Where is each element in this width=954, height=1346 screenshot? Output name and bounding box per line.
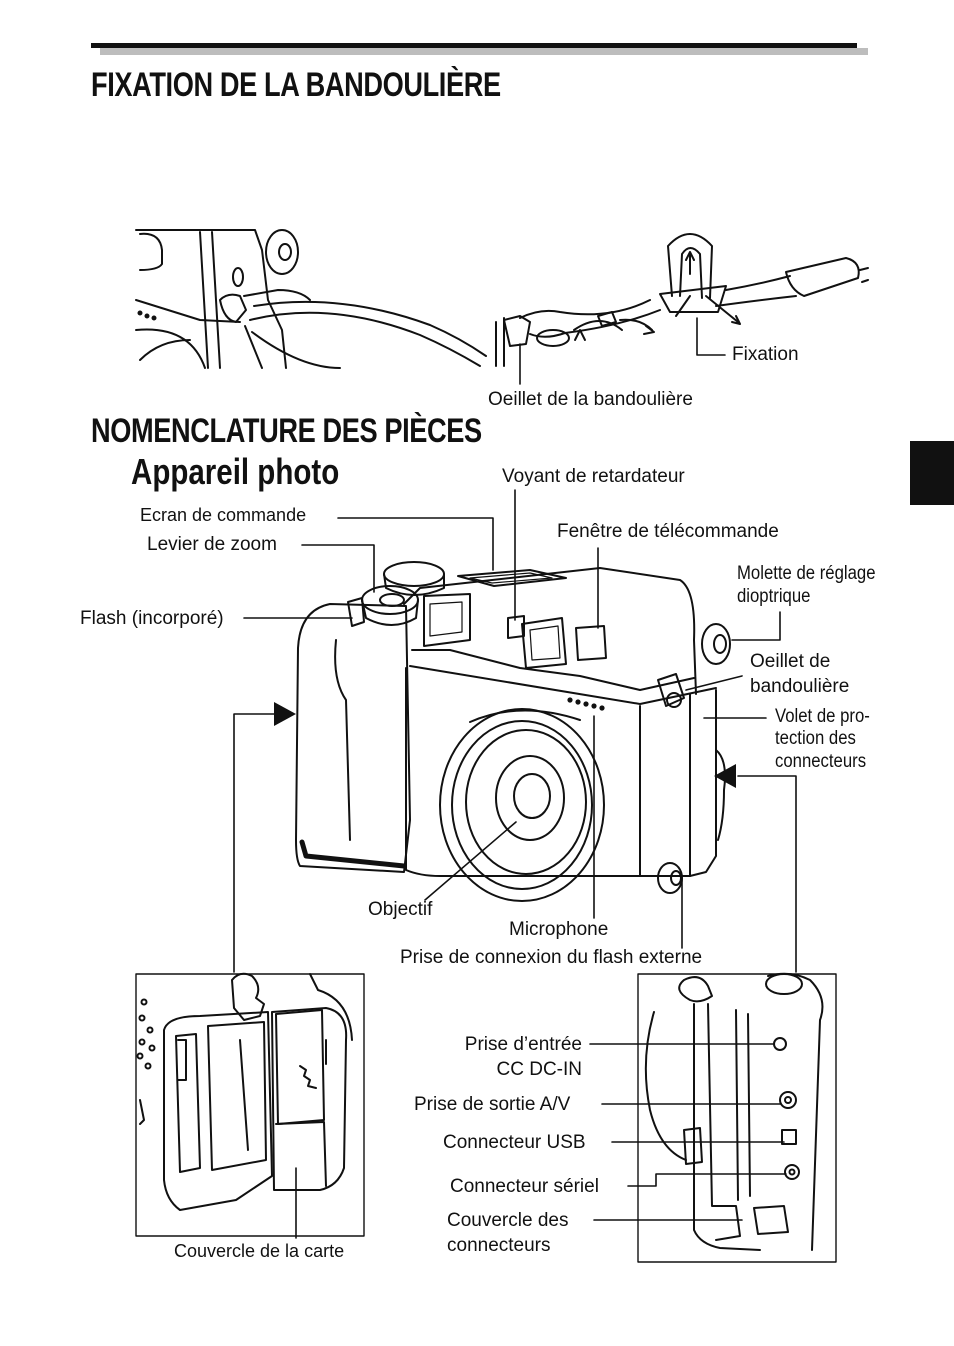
section-title-parts: NOMENCLATURE DES PIÈCES (91, 412, 482, 450)
label-control-screen: Ecran de commande (140, 505, 307, 525)
label-strap-eyelet: Oeillet de la bandoulière (488, 389, 693, 410)
connectors-panel (637, 972, 837, 1263)
label-dcin-1: Prise d’entrée (464, 1034, 582, 1055)
label-zoom-lever: Levier de zoom (147, 534, 277, 555)
camera-leader-lines (233, 489, 797, 973)
connector-leader-lines (589, 1043, 787, 1221)
label-connector-cover-3: connecteurs (775, 751, 867, 772)
card-cover-panel (135, 972, 365, 1237)
label-diopter-dial-1: Molette de réglage (737, 563, 876, 584)
chapter-tab (910, 441, 954, 505)
label-flash: Flash (incorporé) (80, 608, 224, 629)
label-diopter-dial-2: dioptrique (737, 586, 811, 607)
label-microphone: Microphone (509, 919, 609, 940)
section-title-strap: FIXATION DE LA BANDOULIÈRE (91, 66, 501, 104)
label-serial: Connecteur sériel (450, 1176, 599, 1197)
strap-attachment-illustration (135, 229, 487, 369)
label-connector-cover-1: Volet de pro- (775, 706, 870, 727)
label-fixation: Fixation (732, 344, 799, 365)
label-remote-window: Fenêtre de télécommande (557, 521, 779, 542)
label-flash-socket: Prise de connexion du flash externe (400, 947, 703, 968)
label-lens: Objectif (368, 899, 433, 920)
label-eyelet-2: bandoulière (750, 676, 850, 697)
label-eyelet-1: Oeillet de (750, 651, 831, 672)
label-self-timer-lamp: Voyant de retardateur (502, 466, 685, 487)
label-dcin-2: CC DC-IN (496, 1059, 583, 1080)
camera-illustration (295, 561, 731, 902)
header-rule (91, 43, 857, 48)
label-card-cover: Couvercle de la carte (174, 1241, 345, 1261)
label-connector-cover-2: tection des (775, 728, 856, 749)
header-rule-shadow (100, 48, 868, 55)
label-av-out: Prise de sortie A/V (414, 1094, 571, 1115)
section-subtitle-camera: Appareil photo (131, 451, 340, 492)
strap-illustration (495, 233, 869, 367)
label-connectors-cover-1: Couvercle des (447, 1210, 569, 1231)
label-usb: Connecteur USB (443, 1132, 586, 1153)
label-connectors-cover-2: connecteurs (447, 1235, 551, 1256)
